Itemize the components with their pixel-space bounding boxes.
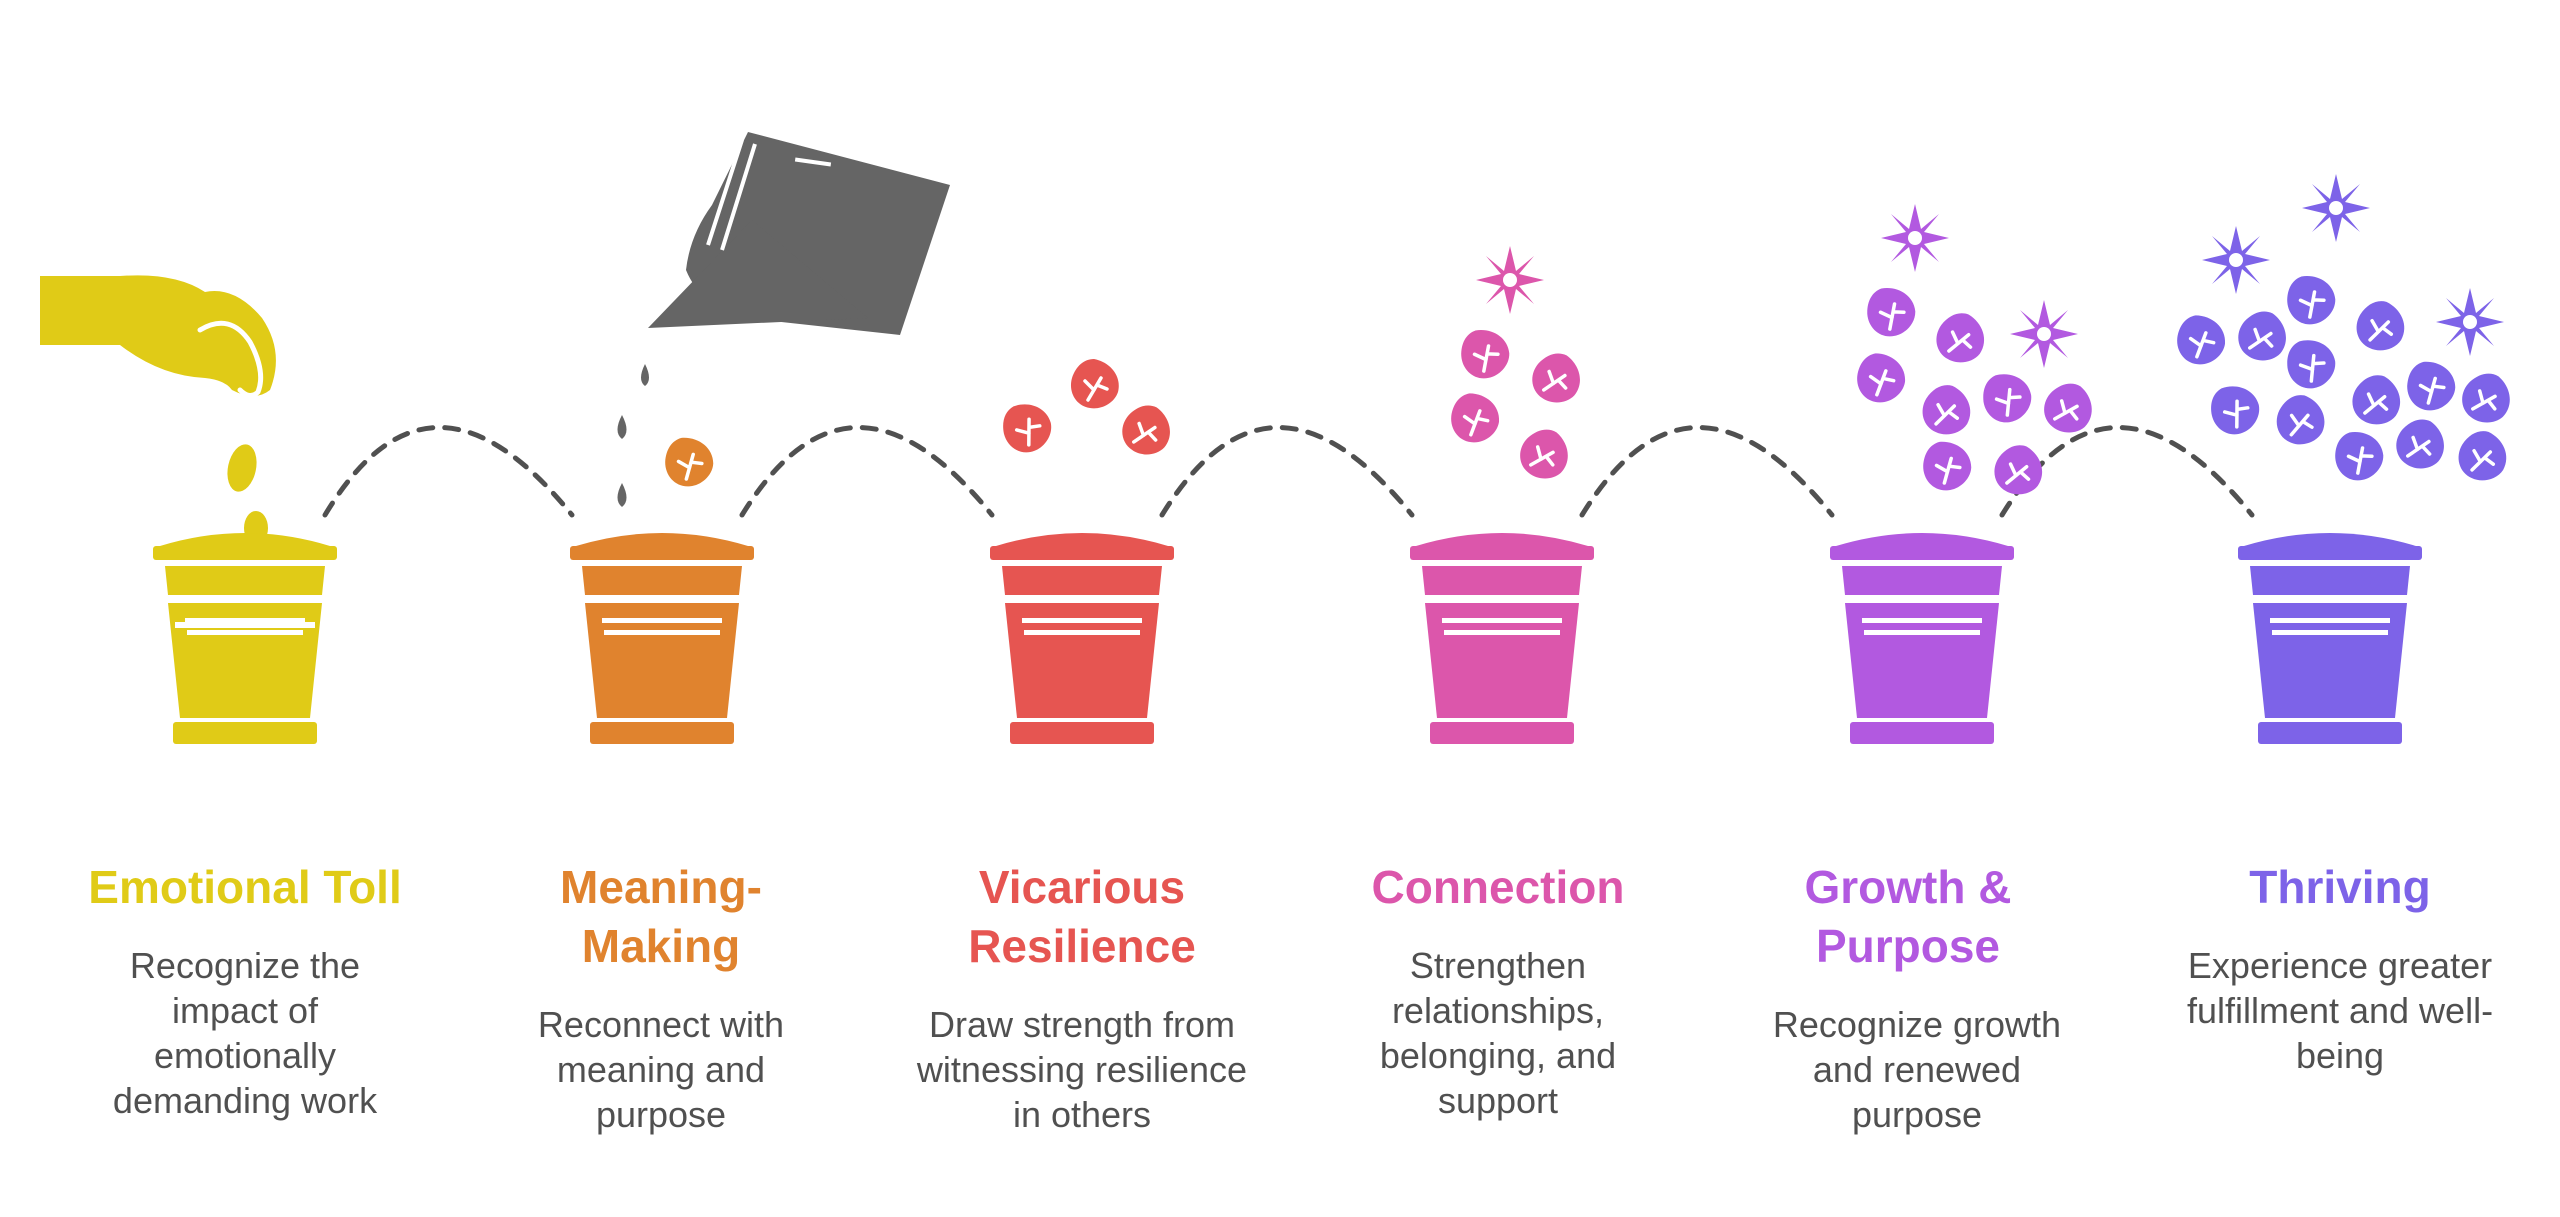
leaf-icon (2199, 374, 2270, 445)
flower-icon (2202, 226, 2270, 294)
pot-stripes (185, 618, 2390, 635)
leaf-icon (2271, 389, 2331, 451)
leaf-icon (2034, 373, 2104, 444)
leaf-icon (2399, 353, 2462, 418)
leaf-icon (2229, 301, 2297, 371)
seed-icon (227, 444, 257, 492)
stage-growth-purpose: Growth & Purpose Recognize growth and re… (1728, 858, 2088, 1137)
leaf-icon (2344, 366, 2410, 434)
leaf-icon (2326, 422, 2392, 489)
stage-5-art (1830, 204, 2104, 744)
flower-icon (2436, 288, 2504, 356)
soil-mound (1416, 533, 1588, 546)
violet-pot-icon (2238, 546, 2422, 744)
soil-mound (1836, 533, 2008, 546)
red-pot-icon (990, 546, 1174, 744)
soil-mound (160, 533, 330, 546)
stage-description: Reconnect with meaning and purpose (537, 1004, 785, 1135)
stage-3-art (990, 357, 1181, 744)
leaf-icon (1069, 357, 1121, 411)
flower-icon (2302, 174, 2370, 242)
leaf-icon (1986, 436, 2052, 504)
leaf-icon (2278, 266, 2344, 333)
soil-mound (2244, 533, 2416, 546)
stage-connection: Connection Strengthen relationships, bel… (1318, 858, 1678, 1123)
stage-vicarious-resilience: Vicarious Resilience Draw strength from … (902, 858, 1262, 1137)
dashed-arc-connector (322, 425, 575, 518)
purple-pot-icon (1830, 546, 2014, 744)
stage-description: Experience greater fulfillment and well-… (2186, 945, 2494, 1076)
stage-description: Recognize the impact of emotionally dema… (112, 945, 378, 1121)
leaf-icon (2451, 424, 2515, 488)
flower-icon (1476, 246, 1544, 314)
stage-thriving: Thriving Experience greater fulfillment … (2160, 858, 2520, 1078)
leaf-icon (1851, 347, 1911, 408)
pot-stripe (175, 622, 315, 628)
water-drop-icon (617, 483, 627, 507)
stage-description: Strengthen relationships, belonging, and… (1379, 945, 1617, 1121)
leaf-icon (1972, 363, 2041, 432)
leaf-icon (1928, 304, 1994, 372)
stage-4-art (1410, 246, 1594, 744)
stage-title: Thriving (2249, 861, 2431, 913)
leaf-icon (1915, 433, 1978, 498)
stage-meaning-making: Meaning-Making Reconnect with meaning an… (481, 858, 841, 1137)
flower-icon (2010, 300, 2078, 368)
leaf-icon (1452, 320, 1518, 387)
leaf-icon (1113, 395, 1181, 465)
water-drop-icon (617, 415, 627, 439)
dashed-arc-connector (1579, 425, 1835, 518)
leaf-icon (2452, 363, 2522, 434)
stage-description: Draw strength from witnessing resilience… (916, 1004, 1248, 1135)
pink-pot-icon (1410, 546, 1594, 744)
stage-title: Vicarious Resilience (968, 861, 1196, 972)
leaf-icon (657, 429, 720, 494)
stage-description: Recognize growth and renewed purpose (1772, 1004, 2062, 1135)
stage-6-art (2171, 174, 2522, 744)
hand-planting-seeds-icon (40, 275, 276, 396)
leaf-icon (2387, 409, 2455, 479)
soil-mound (996, 533, 1168, 546)
leaf-icon (1915, 378, 1979, 442)
finger-icon (197, 320, 264, 398)
leaf-icon (1445, 387, 1505, 448)
leaf-icon (2276, 329, 2345, 398)
stage-title: Growth & Purpose (1804, 861, 2012, 972)
yellow-pot-icon (153, 546, 337, 744)
stage-title: Connection (1371, 861, 1625, 913)
dashed-arc-connector (739, 425, 995, 518)
stage-title: Emotional Toll (88, 861, 402, 913)
orange-pot-icon (570, 546, 754, 744)
leaf-icon (1510, 419, 1580, 490)
dashed-arc-connector (1159, 425, 1415, 518)
soil-mound (576, 533, 748, 546)
stage-emotional-toll: Emotional Toll Recognize the impact of e… (65, 858, 425, 1123)
leaf-icon (2171, 309, 2231, 370)
water-drop-icon (641, 364, 649, 386)
leaf-icon (2349, 294, 2413, 358)
flower-icon (1881, 204, 1949, 272)
leaf-icon (991, 392, 1062, 463)
stage-2-art (570, 132, 950, 744)
leaf-icon (1858, 278, 1924, 345)
watering-can-icon (648, 132, 950, 335)
stage-title: Meaning-Making (560, 861, 762, 972)
leaf-icon (1523, 343, 1591, 413)
stage-1-art (40, 275, 337, 744)
